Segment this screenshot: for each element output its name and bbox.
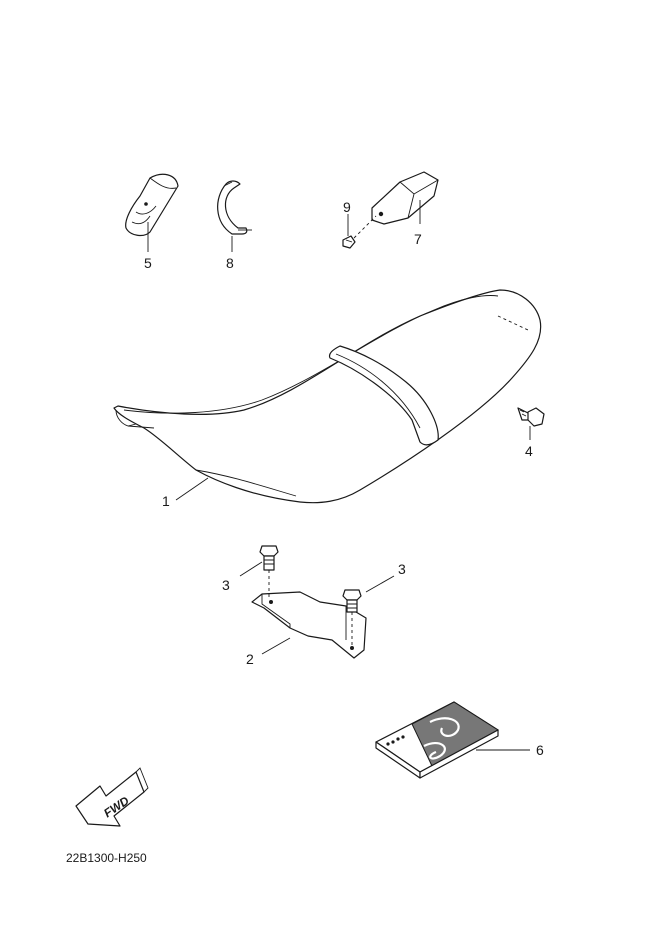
part-2-bracket[interactable] xyxy=(251,591,367,659)
callout-9: 9 xyxy=(343,199,351,215)
part-4-bolt[interactable] xyxy=(517,407,545,427)
callout-7: 7 xyxy=(414,231,422,247)
part-6-manual[interactable] xyxy=(375,701,499,779)
callout-5: 5 xyxy=(144,255,152,271)
part-9-screw[interactable] xyxy=(342,235,356,249)
callout-8: 8 xyxy=(226,255,234,271)
fwd-arrow-icon: FWD xyxy=(75,767,149,827)
callout-2: 2 xyxy=(246,651,254,667)
callout-6: 6 xyxy=(536,742,544,758)
diagram-code: 22B1300-H250 xyxy=(66,851,147,865)
callout-1: 1 xyxy=(162,493,170,509)
part-5-grip[interactable] xyxy=(125,173,179,237)
callout-4: 4 xyxy=(525,443,533,459)
callout-3b: 3 xyxy=(398,561,406,577)
part-8-band[interactable] xyxy=(217,180,252,235)
part-3-bolt-left[interactable] xyxy=(259,545,279,571)
callout-3a: 3 xyxy=(222,577,230,593)
part-1-seat[interactable] xyxy=(113,289,542,504)
part-7-damper[interactable] xyxy=(371,171,439,225)
part-3-bolt-right[interactable] xyxy=(342,589,362,613)
